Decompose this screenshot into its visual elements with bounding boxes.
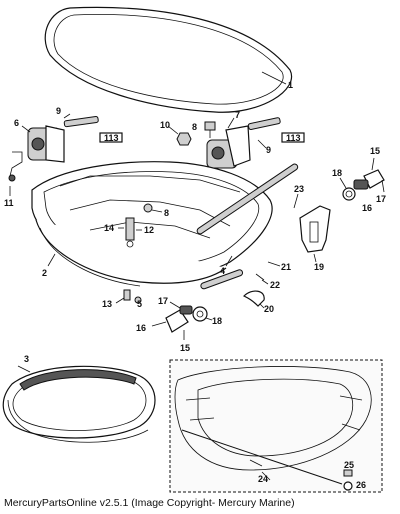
tube-113-right: 113 [286, 133, 301, 143]
callout-18-right: 18 [332, 168, 342, 178]
callout-5: 5 [137, 299, 142, 309]
seal-ring-part-1: 1 [44, 6, 293, 113]
callout-10: 10 [160, 120, 170, 130]
pin-part-22: 22 [255, 273, 280, 290]
inset-detail: 24 25 26 [169, 359, 383, 493]
callout-15-right: 17 [376, 194, 386, 204]
callout-11: 11 [4, 198, 14, 208]
callout-9-right: 9 [266, 145, 271, 155]
callout-16-left: 16 [136, 323, 146, 333]
bolt-part-9-right: 113 9 [247, 117, 305, 155]
seal-part-3: 3 [2, 354, 156, 443]
callout-23: 23 [294, 184, 304, 194]
screw-part-8-top: 8 [192, 121, 216, 138]
pin-part-23: 23 [293, 184, 304, 209]
nut-part-10: 10 [160, 120, 192, 146]
latch-parts-right: 15 16 18 17 [332, 146, 386, 213]
callout-15-left: 15 [180, 343, 190, 353]
bolt-part-9-left: 9 113 [56, 106, 123, 143]
callout-21: 21 [281, 262, 291, 272]
latch-parts-left: 16 17 18 15 20 [136, 269, 274, 353]
screw-part-13-5: 13 5 [102, 289, 142, 309]
bottom-cowl-part-2: 2 [31, 161, 273, 287]
callout-24: 24 [258, 474, 268, 484]
callout-20: 20 [264, 304, 274, 314]
tube-113-left: 113 [104, 133, 119, 143]
callout-8-top: 8 [192, 122, 197, 132]
image-caption: MercuryPartsOnline v2.5.1 (Image Copyrig… [4, 497, 295, 509]
callout-17-right: 16 [362, 203, 372, 213]
callout-19: 19 [314, 262, 324, 272]
pin-part-4: 4 [220, 255, 233, 276]
mount-part-6: 6 [14, 118, 65, 163]
callout-6: 6 [14, 118, 19, 128]
callout-14: 14 [104, 223, 114, 233]
mount-part-7: 7 [206, 110, 251, 169]
callout-18-left: 18 [212, 316, 222, 326]
callout-7: 7 [235, 110, 240, 120]
callout-2: 2 [42, 268, 47, 278]
callout-1: 1 [288, 80, 293, 90]
callout-16-right: 15 [370, 146, 380, 156]
callout-3: 3 [24, 354, 29, 364]
clip-part-11: 11 [4, 151, 23, 208]
shaft-part-21: 21 [196, 163, 299, 272]
grommet-part-12-14: 12 14 [104, 217, 154, 248]
callout-9-left: 9 [56, 106, 61, 116]
callout-17-left: 17 [158, 296, 168, 306]
callout-13: 13 [102, 299, 112, 309]
latch-handle-part-19: 19 [299, 205, 331, 272]
callout-4: 4 [220, 266, 225, 276]
callout-26: 26 [356, 480, 366, 490]
screw-part-8-mid: 8 [143, 203, 169, 218]
callout-12: 12 [144, 225, 154, 235]
callout-8: 8 [164, 208, 169, 218]
callout-22: 22 [270, 280, 280, 290]
callout-25: 25 [344, 460, 354, 470]
